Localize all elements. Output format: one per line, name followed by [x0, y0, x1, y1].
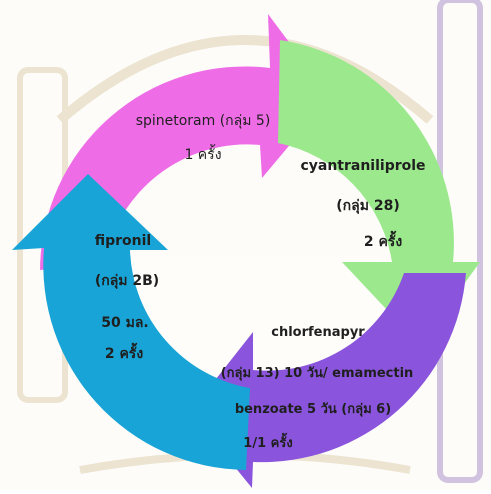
step-blue-line3: 50 มล. — [101, 315, 149, 331]
arrow-blue — [12, 174, 250, 470]
step-blue-line4: 2 ครั้ง — [104, 346, 144, 362]
arrow-purple — [190, 273, 466, 488]
arrow-green — [278, 40, 480, 345]
step-pink-line1: spinetoram (กลุ่ม 5) — [135, 113, 271, 129]
step-purple-line3: benzoate 5 วัน (กลุ่ม 6) — [234, 402, 392, 417]
step-purple-line1: chlorfenapyr — [271, 325, 365, 340]
step-purple-line4: 1/1 ครั้ง — [243, 436, 293, 451]
step-blue-line2: (กลุ่ม 2B) — [94, 273, 160, 289]
step-pink-line2: 1 ครั้ง — [184, 147, 222, 163]
step-green-line2: (กลุ่ม 28) — [336, 198, 400, 214]
step-green-line1: cyantraniliprole — [300, 158, 426, 174]
step-green-line3: 2 ครั้ง — [363, 234, 403, 250]
step-purple-line2: (กลุ่ม 13) 10 วัน/ emamectin — [220, 366, 414, 381]
step-blue-line1: fipronil — [94, 233, 152, 249]
